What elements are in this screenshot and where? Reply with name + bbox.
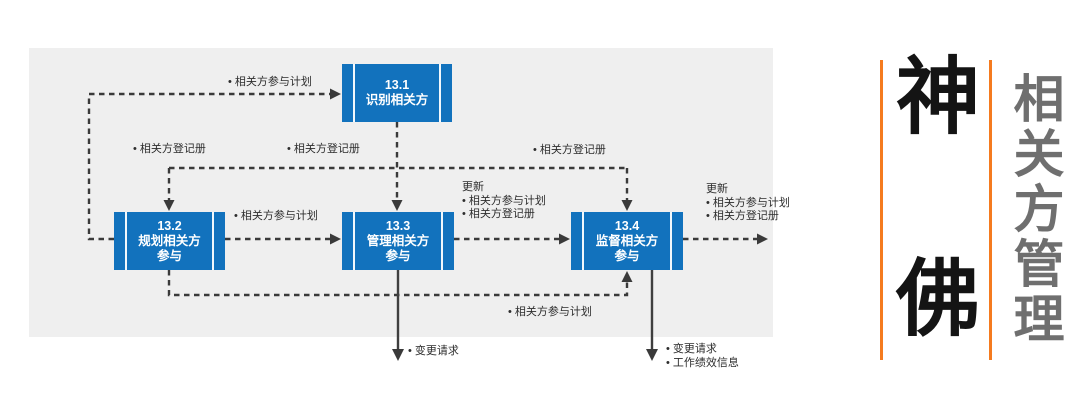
- process-box-13-4: 13.4 监督相关方 参与: [571, 212, 683, 270]
- process-box-13-2: 13.2 规划相关方 参与: [114, 212, 225, 270]
- update-item: • 相关方参与计划: [706, 196, 790, 209]
- output-item: • 变更请求: [666, 343, 717, 355]
- process-title-2: 参与: [156, 248, 182, 263]
- process-code: 13.1: [384, 78, 410, 92]
- label-register-right: • 相关方登记册: [533, 144, 606, 156]
- process-box-13-3: 13.3 管理相关方 参与: [342, 212, 454, 270]
- process-box-13-1: 13.1 识别相关方: [342, 64, 452, 122]
- arrowhead-into-13-4-top: [621, 200, 633, 211]
- arrowhead-output-13-3: [392, 349, 404, 361]
- process-title: 规划相关方: [138, 233, 201, 248]
- update-block-before-13-4: 更新 • 相关方参与计划 • 相关方登记册: [462, 181, 546, 222]
- process-code: 13.3: [385, 218, 411, 233]
- arrowhead-into-13-1: [330, 88, 341, 100]
- process-title: 监督相关方: [595, 233, 659, 248]
- arrowhead-into-13-4-bottom: [621, 271, 633, 282]
- process-code: 13.2: [157, 218, 182, 233]
- label-change-request-13-3: • 变更请求: [408, 345, 459, 357]
- update-title: 更新: [706, 183, 728, 195]
- accent-divider-right: [989, 60, 992, 360]
- outputs-block-13-4: • 变更请求 • 工作绩效信息: [666, 342, 739, 370]
- update-title: 更新: [462, 181, 484, 193]
- arrowhead-into-13-3-top: [391, 200, 403, 211]
- update-block-after-13-4: 更新 • 相关方参与计划 • 相关方登记册: [706, 183, 790, 224]
- brand-character-top: 神: [895, 52, 980, 145]
- process-title: 识别相关方: [365, 93, 429, 107]
- update-item: • 相关方登记册: [462, 208, 535, 220]
- arrowhead-output-13-4: [646, 349, 658, 361]
- update-item: • 相关方登记册: [706, 210, 779, 222]
- process-title-2: 参与: [614, 248, 640, 263]
- arrowhead-exit-right: [757, 233, 768, 245]
- vertical-title-stakeholder-management: 相关方管理: [1006, 72, 1063, 347]
- update-item: • 相关方参与计划: [462, 194, 546, 207]
- process-title-2: 参与: [385, 248, 411, 263]
- brand-character-bottom: 佛: [895, 254, 980, 347]
- arrowhead-into-13-3-left: [330, 233, 341, 245]
- connector-13-2-to-13-1: [87, 92, 330, 241]
- arrowhead-into-13-2-top: [163, 200, 175, 211]
- label-register-mid: • 相关方登记册: [287, 143, 360, 155]
- process-title: 管理相关方: [366, 233, 430, 248]
- label-register-left: • 相关方登记册: [133, 143, 206, 155]
- label-plan-13-2-to-13-3: • 相关方参与计划: [234, 210, 318, 222]
- process-code: 13.4: [614, 218, 640, 233]
- output-item: • 工作绩效信息: [666, 357, 739, 369]
- arrowhead-into-13-4-left: [559, 233, 570, 245]
- label-plan-to-13-1: • 相关方参与计划: [228, 76, 312, 88]
- accent-divider-left: [880, 60, 883, 360]
- label-plan-feedback-bottom: • 相关方参与计划: [508, 306, 592, 318]
